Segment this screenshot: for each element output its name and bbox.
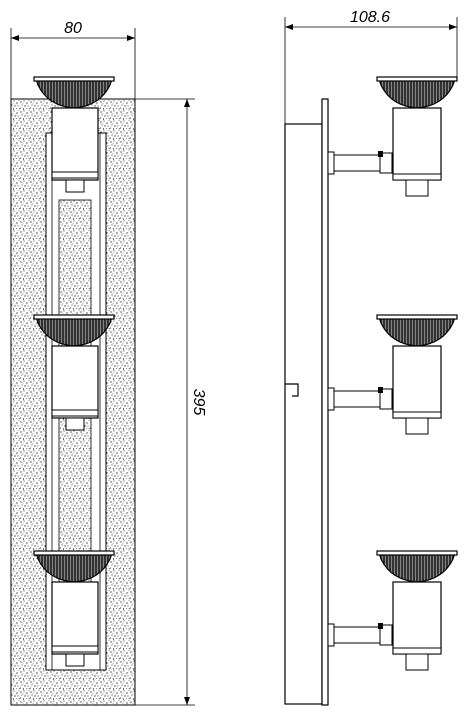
side-housing bbox=[284, 123, 323, 705]
lamp-mount bbox=[65, 179, 85, 193]
side-spotlight-2 bbox=[327, 314, 458, 435]
arm bbox=[333, 390, 381, 408]
depth-dimension-label: 108.6 bbox=[350, 9, 390, 26]
lamp-body bbox=[392, 345, 442, 419]
lamp-body bbox=[392, 107, 442, 181]
lamp-body bbox=[392, 581, 442, 655]
mounting-hook bbox=[285, 383, 299, 397]
arm bbox=[333, 154, 381, 172]
lamp-mount bbox=[65, 417, 85, 431]
height-dimension-label: 395 bbox=[190, 389, 207, 416]
front-view bbox=[10, 76, 136, 706]
reflector bbox=[378, 78, 456, 109]
lamp-mount bbox=[65, 653, 85, 667]
width-dimension: 80 bbox=[10, 20, 136, 99]
side-spotlight-3 bbox=[327, 550, 458, 671]
front-spotlight-3 bbox=[33, 550, 115, 667]
depth-dimension: 108.6 bbox=[284, 9, 458, 124]
arm bbox=[333, 626, 381, 644]
lamp-body bbox=[51, 581, 99, 655]
reflector bbox=[378, 316, 456, 347]
front-spotlight-2 bbox=[33, 314, 115, 431]
reflector bbox=[378, 552, 456, 583]
side-spotlight-1 bbox=[327, 76, 458, 197]
front-spotlight-1 bbox=[33, 76, 115, 193]
width-dimension-label: 80 bbox=[64, 20, 82, 37]
lamp-body bbox=[51, 107, 99, 181]
height-dimension: 395 bbox=[135, 98, 207, 706]
side-front-plate bbox=[321, 98, 329, 706]
lamp-body bbox=[51, 345, 99, 419]
side-view bbox=[284, 76, 458, 706]
